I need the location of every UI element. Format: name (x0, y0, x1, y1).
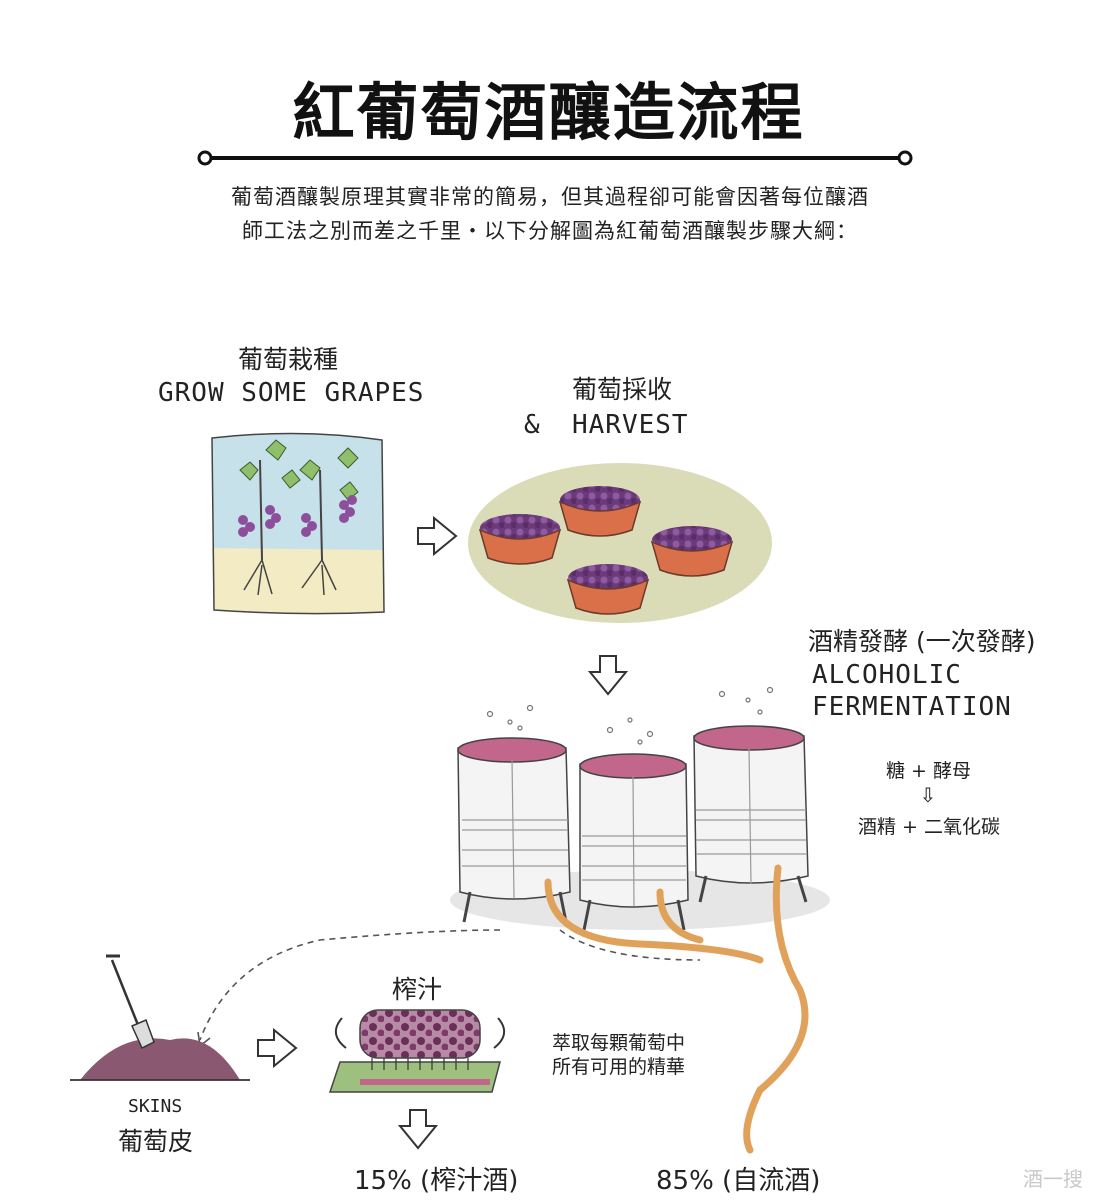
grow-label-zh: 葡萄栽種 (238, 345, 339, 374)
rotate-arrow-icon (493, 1017, 505, 1049)
press-label: 榨汁 (392, 975, 443, 1004)
fermentation-tanks (450, 686, 830, 931)
harvest-label-amp: & (524, 410, 541, 440)
press-wine-result: 15% (榨汁酒) (354, 1166, 519, 1196)
tank (693, 725, 809, 903)
harvest-label-zh: 葡萄採收 (572, 375, 673, 404)
free-run-result: 85% (自流酒) (656, 1166, 821, 1196)
harvest-pot (558, 486, 642, 537)
vineyard-illustration (211, 432, 385, 615)
harvest-label-en: HARVEST (572, 410, 689, 440)
arrow-down-icon (587, 655, 629, 696)
press-note-2: 所有可用的精華 (552, 1056, 686, 1078)
page-title: 紅葡萄酒釀造流程 (292, 76, 805, 149)
fermentation-label-zh: 酒精發酵 (一次發酵) (808, 627, 1036, 656)
tank (579, 753, 689, 931)
intro-text: 葡萄酒釀製原理其實非常的簡易，但其過程卻可能會因著每位釀酒 師工法之別而差之千里… (150, 180, 950, 248)
bubbles (486, 686, 774, 745)
arrow-right-icon (257, 1027, 298, 1069)
formula-output: 酒精 + 二氧化碳 (858, 816, 1000, 838)
fermentation-label-en-2: FERMENTATION (812, 692, 1012, 722)
skins-label-zh: 葡萄皮 (118, 1127, 194, 1156)
harvest-pot (650, 526, 734, 577)
watermark: 酒一搜 (1023, 1167, 1083, 1191)
skins-label-en: SKINS (128, 1096, 183, 1117)
tank (457, 737, 571, 923)
harvest-pot (566, 564, 650, 615)
title-divider (197, 150, 913, 166)
formula-input: 糖 + 酵母 (886, 760, 971, 782)
arrow-right-icon (417, 515, 458, 557)
shovel-icon (106, 954, 155, 1050)
formula-arrow-icon: ⇩ (920, 783, 937, 807)
skins-pile (70, 1038, 250, 1081)
arrow-down-icon (397, 1109, 439, 1150)
skins-flow-dashed (199, 929, 501, 1041)
free-run-hose (544, 864, 809, 1154)
rotate-arrow-icon (335, 1017, 347, 1049)
wine-press (328, 1009, 501, 1093)
intro-line-1: 葡萄酒釀製原理其實非常的簡易，但其過程卻可能會因著每位釀酒 (231, 185, 869, 209)
harvest-illustration (468, 463, 772, 623)
fermentation-label-en-1: ALCOHOLIC (812, 660, 962, 690)
intro-line-2: 師工法之別而差之千里・以下分解圖為紅葡萄酒釀製步驟大綱： (242, 219, 858, 243)
press-note-1: 萃取每顆葡萄中 (552, 1032, 686, 1054)
grow-label-en: GROW SOME GRAPES (158, 378, 425, 408)
harvest-pot (478, 514, 562, 565)
